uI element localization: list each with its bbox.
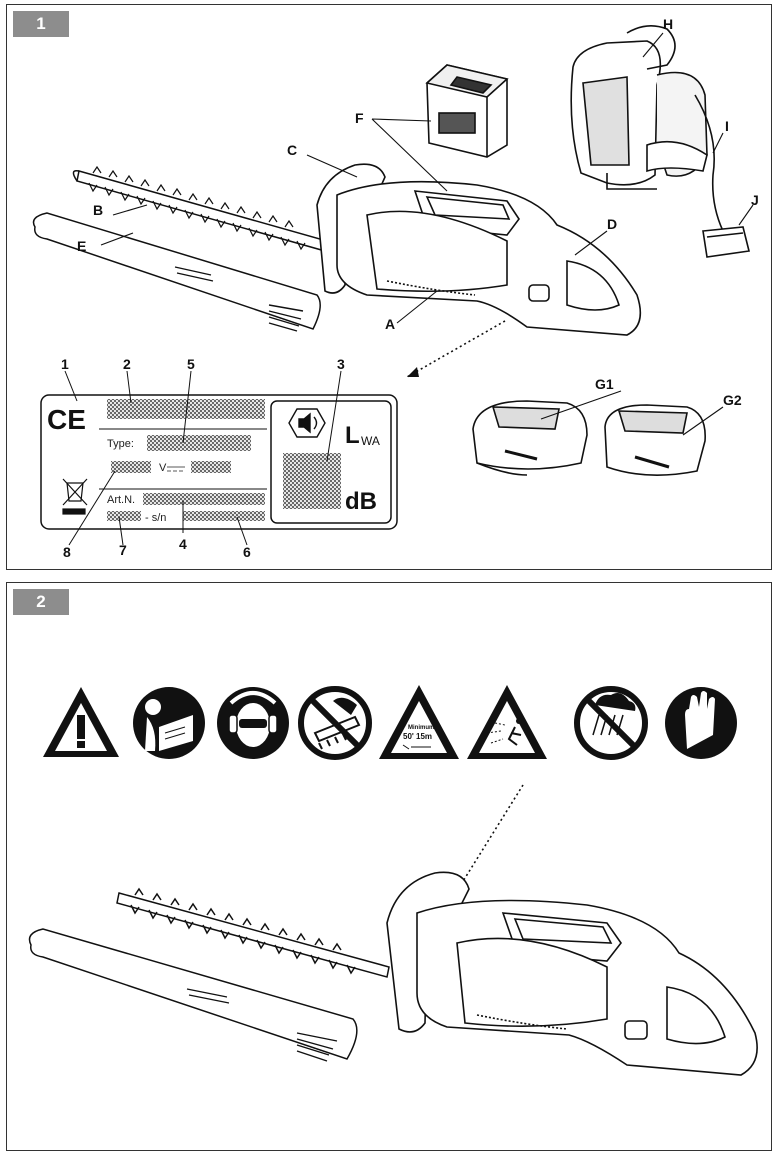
art-label: Art.N. bbox=[107, 494, 135, 506]
plate-pointer bbox=[406, 320, 506, 378]
plate-number-4: 4 bbox=[179, 536, 187, 552]
blade-2 bbox=[116, 887, 390, 978]
callout-j: J bbox=[751, 192, 759, 208]
plate-number-6: 6 bbox=[243, 544, 251, 560]
no-hands-near-blade-icon bbox=[298, 686, 372, 760]
plate-field-8 bbox=[111, 461, 151, 473]
plate-number-5: 5 bbox=[187, 356, 195, 372]
sn-label: - s/n bbox=[145, 512, 166, 524]
cable-i bbox=[694, 94, 724, 232]
callout-f: F bbox=[355, 110, 364, 126]
figure-1-panel: 1 bbox=[6, 4, 772, 570]
wear-gloves-icon bbox=[665, 687, 737, 759]
callout-g1: G1 bbox=[595, 376, 614, 392]
rating-plate: CE Type: V Art.N. - s/n bbox=[40, 394, 398, 530]
charger-g2 bbox=[604, 404, 706, 476]
figure-2-panel: 2 bbox=[6, 582, 772, 1151]
callout-h: H bbox=[663, 16, 673, 32]
flying-debris-icon bbox=[467, 685, 547, 759]
plate-field-v bbox=[191, 461, 231, 473]
plate-field-2 bbox=[107, 399, 265, 419]
callout-c: C bbox=[287, 142, 297, 158]
plate-number-1: 1 bbox=[61, 356, 69, 372]
plate-number-2: 2 bbox=[123, 356, 131, 372]
distance-warning-icon: Minimum 50' 15m bbox=[379, 685, 459, 759]
callout-a: A bbox=[385, 316, 395, 332]
eye-ear-protection-icon bbox=[217, 687, 289, 759]
trimmer-body bbox=[316, 163, 642, 336]
callout-e: E bbox=[77, 238, 86, 254]
adapter-j bbox=[702, 226, 750, 258]
type-label: Type: bbox=[107, 438, 134, 450]
figure-1-illustration: A B C D E F G1 G2 H I J CE Type: V Art.N… bbox=[32, 16, 759, 560]
distance-text-minimum: Minimum bbox=[408, 725, 434, 731]
no-rain-icon bbox=[574, 686, 648, 760]
db-label: dB bbox=[345, 488, 377, 515]
voltage-label: V bbox=[159, 462, 167, 474]
plate-number-7: 7 bbox=[119, 542, 127, 558]
plate-field-7 bbox=[107, 511, 141, 521]
ce-mark: CE bbox=[47, 404, 86, 435]
lwa-label: L bbox=[345, 422, 360, 449]
blade-cover-2 bbox=[28, 928, 358, 1062]
figure-2-illustration: Minimum 50' 15m bbox=[28, 685, 758, 1076]
charger-g1 bbox=[472, 400, 588, 476]
sound-power-icon bbox=[288, 408, 326, 438]
callout-g2: G2 bbox=[723, 392, 742, 408]
plate-field-6 bbox=[183, 511, 265, 521]
plate-number-8: 8 bbox=[63, 544, 71, 560]
trimmer-body-2 bbox=[386, 871, 758, 1076]
callout-b: B bbox=[93, 202, 103, 218]
figure-number-tab-2: 2 bbox=[13, 589, 69, 615]
battery-f bbox=[425, 64, 509, 158]
distance-text-value: 50' 15m bbox=[403, 732, 432, 741]
callout-d: D bbox=[607, 216, 617, 232]
backpack-h bbox=[570, 25, 708, 190]
plate-field-5 bbox=[147, 435, 251, 451]
plate-field-4 bbox=[143, 493, 265, 505]
plate-number-3: 3 bbox=[337, 356, 345, 372]
weee-bin-icon bbox=[62, 478, 88, 515]
callout-i: I bbox=[725, 118, 729, 134]
plate-field-3 bbox=[283, 453, 341, 509]
blade-cover-e bbox=[32, 212, 321, 332]
read-manual-icon bbox=[133, 687, 205, 759]
lwa-subscript: WA bbox=[361, 434, 380, 448]
figure-number-tab: 1 bbox=[13, 11, 69, 37]
warning-triangle-icon bbox=[43, 687, 119, 757]
